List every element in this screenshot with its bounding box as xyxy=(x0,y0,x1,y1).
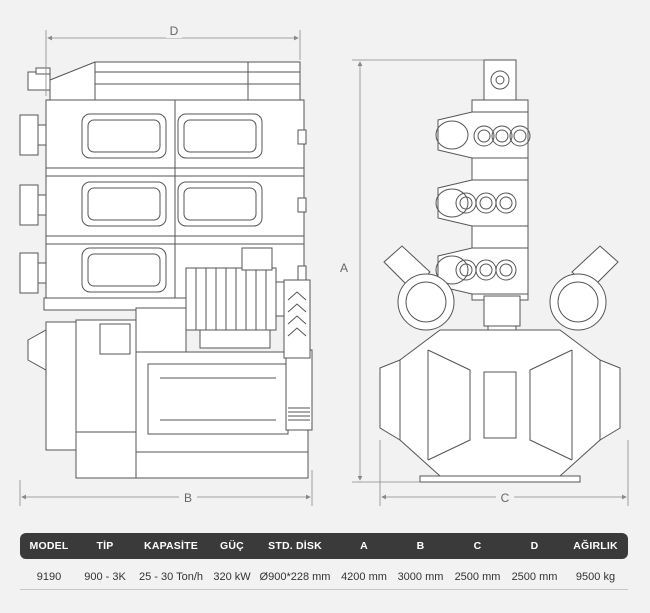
table-cell: 2500 mm xyxy=(506,559,563,590)
table-cell: 3000 mm xyxy=(392,559,449,590)
table-cell: 4200 mm xyxy=(336,559,392,590)
column-header: A xyxy=(336,533,392,559)
column-header: TİP xyxy=(78,533,132,559)
technical-drawing: D A B C xyxy=(19,22,629,506)
column-header: MODEL xyxy=(20,533,78,559)
column-header: KAPASİTE xyxy=(132,533,210,559)
column-header: B xyxy=(392,533,449,559)
table-cell: 25 - 30 Ton/h xyxy=(132,559,210,590)
column-header: AĞIRLIK xyxy=(563,533,628,559)
table-cell: 2500 mm xyxy=(449,559,506,590)
table-cell: 9500 kg xyxy=(563,559,628,590)
table-cell: 900 - 3K xyxy=(78,559,132,590)
dimension-a-label: A xyxy=(340,261,348,275)
dimension-d-label: D xyxy=(170,24,179,38)
column-header: C xyxy=(449,533,506,559)
dimension-b-label: B xyxy=(184,491,192,505)
table-cell: Ø900*228 mm xyxy=(254,559,336,590)
front-view-machine xyxy=(19,61,313,479)
table-cell: 9190 xyxy=(20,559,78,590)
column-header: STD. DİSK xyxy=(254,533,336,559)
table-cell: 320 kW xyxy=(210,559,254,590)
column-header: GÜÇ xyxy=(210,533,254,559)
dimension-c-label: C xyxy=(501,491,510,505)
side-view-machine xyxy=(379,59,621,483)
column-header: D xyxy=(506,533,563,559)
